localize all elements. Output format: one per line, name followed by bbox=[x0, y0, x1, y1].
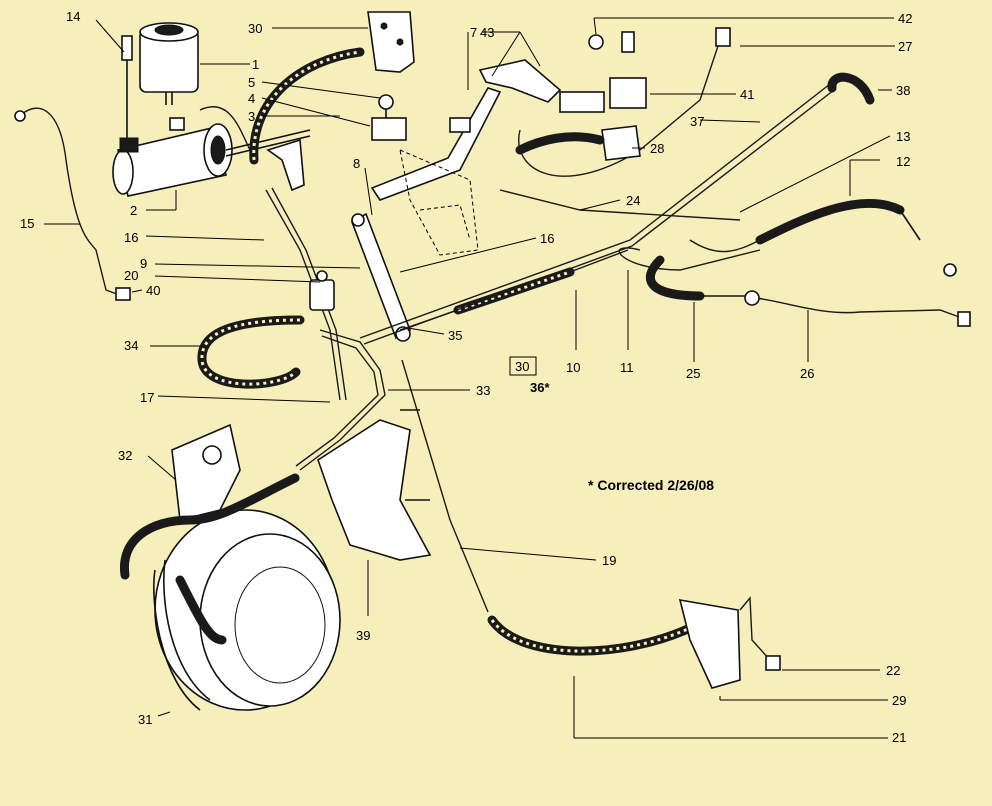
pipe-loops bbox=[618, 239, 761, 301]
pipe-33 bbox=[295, 329, 386, 471]
callout-17: 17 bbox=[140, 390, 154, 405]
callout-3: 3 bbox=[248, 109, 255, 124]
lever-arm bbox=[351, 212, 411, 342]
lower-hose bbox=[487, 615, 695, 656]
callout-21: 21 bbox=[892, 730, 906, 745]
callout-41: 41 bbox=[740, 87, 754, 102]
callout-13: 13 bbox=[896, 129, 910, 144]
callout-10: 10 bbox=[566, 360, 580, 375]
callout-24: 24 bbox=[626, 193, 640, 208]
callout-31: 31 bbox=[138, 712, 152, 727]
brake-servo bbox=[153, 509, 341, 711]
callout-36: 36* bbox=[530, 380, 550, 395]
fluid-reservoir bbox=[139, 22, 199, 105]
correction-note: * Corrected 2/26/08 bbox=[588, 477, 714, 493]
callout-38: 38 bbox=[896, 83, 910, 98]
valve-block bbox=[559, 27, 731, 113]
callout-34: 34 bbox=[124, 338, 138, 353]
mounting-bracket bbox=[317, 409, 432, 561]
callout-43: 43 bbox=[480, 25, 494, 40]
callout-33: 33 bbox=[476, 383, 490, 398]
callout-32: 32 bbox=[118, 448, 132, 463]
callout-29: 29 bbox=[892, 693, 906, 708]
master-cylinder bbox=[112, 117, 233, 197]
callout-20: 20 bbox=[124, 268, 138, 283]
servo-bracket bbox=[171, 423, 241, 521]
callout-39: 39 bbox=[356, 628, 370, 643]
callout-11: 11 bbox=[620, 360, 634, 375]
callout-25: 25 bbox=[686, 366, 700, 381]
callout-4: 4 bbox=[248, 91, 255, 106]
pipe-37 bbox=[359, 83, 835, 345]
callout-9: 9 bbox=[140, 256, 147, 271]
callout-14: 14 bbox=[66, 9, 80, 24]
switch-assembly bbox=[371, 94, 407, 141]
callout-16a: 16 bbox=[124, 230, 138, 245]
callout-2: 2 bbox=[130, 203, 137, 218]
callout-5: 5 bbox=[248, 75, 255, 90]
hose-38 bbox=[827, 72, 875, 105]
callout-8: 8 bbox=[353, 156, 360, 171]
pedal bbox=[370, 59, 562, 201]
callout-35: 35 bbox=[448, 328, 462, 343]
callout-37: 37 bbox=[690, 114, 704, 129]
bracket-28 bbox=[515, 125, 641, 161]
valve bbox=[309, 270, 335, 311]
callout-1: 1 bbox=[252, 57, 259, 72]
callout-22: 22 bbox=[886, 663, 900, 678]
cable-12 bbox=[755, 198, 957, 277]
callout-40: 40 bbox=[146, 283, 160, 298]
parts-drawing bbox=[14, 11, 971, 711]
boxed-label: 30 bbox=[515, 359, 529, 374]
boxed-label-frame bbox=[509, 356, 537, 376]
clevis-rod bbox=[225, 129, 311, 192]
pipe-26 bbox=[700, 290, 971, 327]
callout-16b: 16 bbox=[540, 231, 554, 246]
brake-pipe-15 bbox=[14, 107, 131, 301]
bracket-29 bbox=[678, 596, 781, 689]
vacuum-hose-34 bbox=[197, 315, 305, 389]
callout-42: 42 bbox=[898, 11, 912, 26]
callout-labels: 1 2 3 4 5 7 8 9 10 11 12 13 14 15 16 16 … bbox=[20, 9, 912, 745]
callout-19: 19 bbox=[602, 553, 616, 568]
servo-hose bbox=[119, 473, 300, 645]
top-bracket bbox=[367, 11, 415, 73]
callout-15: 15 bbox=[20, 216, 34, 231]
upper-hose bbox=[249, 47, 365, 165]
push-rod bbox=[121, 35, 133, 140]
leader-lines bbox=[44, 17, 895, 739]
callout-26: 26 bbox=[800, 366, 814, 381]
pedal-bracket bbox=[399, 149, 479, 256]
callout-7: 7 bbox=[470, 25, 477, 40]
callout-28: 28 bbox=[650, 141, 664, 156]
callout-30: 30 bbox=[248, 21, 262, 36]
callout-12: 12 bbox=[896, 154, 910, 169]
callout-27: 27 bbox=[898, 39, 912, 54]
